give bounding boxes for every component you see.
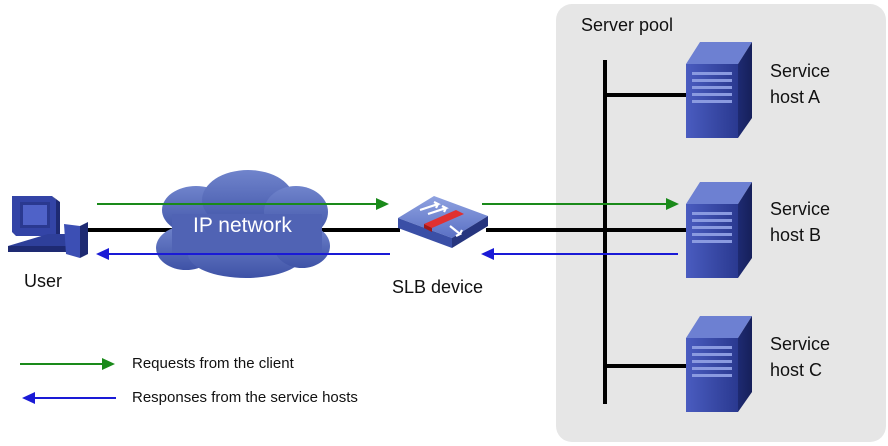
server-icon-a [686,42,752,138]
request-arrow-2 [482,198,679,210]
host-b-label-line2: host B [770,225,822,245]
ip-network-label: IP network [193,214,292,237]
host-c-label-line2: host C [770,360,823,380]
response-arrow-2 [481,248,678,260]
legend-request-arrow [20,358,115,370]
slb-device-label: SLB device [392,277,484,297]
request-arrow-1 [97,198,389,210]
server-icon-b [686,182,752,278]
server-icon-c [686,316,752,412]
legend-response-arrow [22,392,116,404]
host-a-label-line1: Service [770,61,831,81]
load-balancer-icon [398,196,488,248]
host-a-label-line2: host A [770,87,821,107]
user-label: User [24,271,63,291]
host-b-label-line1: Service [770,199,831,219]
legend-request-label: Requests from the client [132,355,294,372]
server-pool-title: Server pool [581,15,674,35]
computer-icon [8,196,88,258]
response-arrow-1 [96,248,390,260]
legend-response-label: Responses from the service hosts [132,389,358,406]
host-c-label-line1: Service [770,334,831,354]
